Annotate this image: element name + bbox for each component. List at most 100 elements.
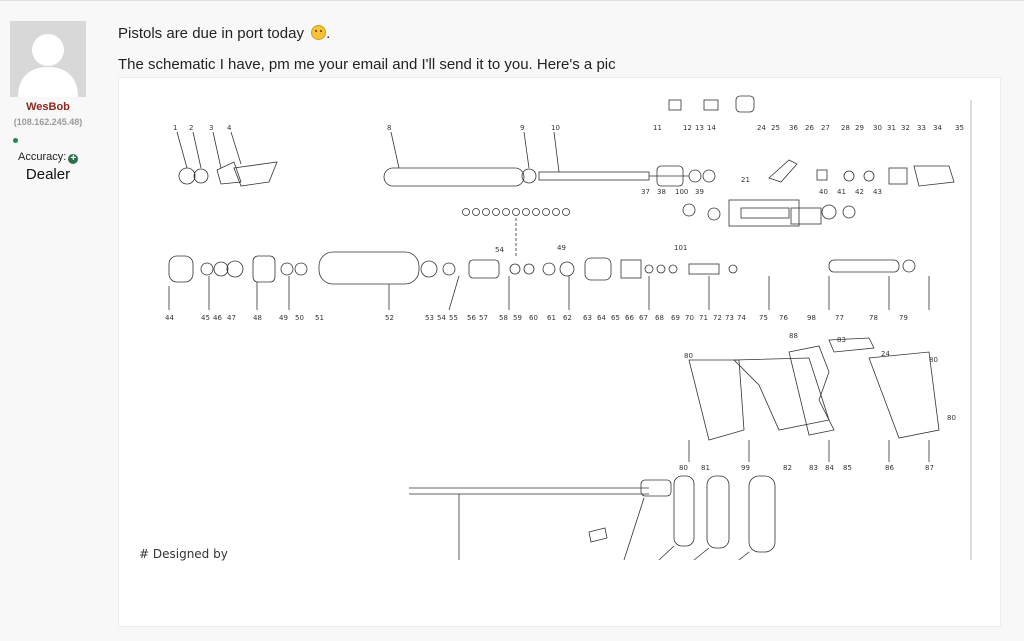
svg-text:67: 67 — [639, 314, 648, 322]
svg-text:45: 45 — [201, 314, 210, 322]
svg-text:10: 10 — [551, 124, 560, 132]
svg-text:32: 32 — [901, 124, 910, 132]
svg-text:40: 40 — [819, 188, 828, 196]
svg-text:59: 59 — [513, 314, 522, 322]
svg-text:79: 79 — [899, 314, 908, 322]
svg-text:80: 80 — [684, 352, 693, 360]
svg-text:86: 86 — [885, 464, 894, 472]
svg-text:12: 12 — [683, 124, 692, 132]
svg-text:30: 30 — [873, 124, 882, 132]
svg-text:81: 81 — [701, 464, 710, 472]
avatar[interactable] — [10, 21, 86, 97]
accuracy-rating: Accuracy:+ — [18, 151, 79, 164]
plus-icon[interactable]: + — [68, 154, 79, 164]
message-text: Pistols are due in port today — [118, 25, 304, 42]
svg-text:76: 76 — [779, 314, 788, 322]
svg-text:73: 73 — [725, 314, 734, 322]
svg-text:83: 83 — [837, 336, 846, 344]
svg-text:72: 72 — [713, 314, 722, 322]
svg-text:61: 61 — [547, 314, 556, 322]
svg-text:53: 53 — [425, 314, 434, 322]
svg-text:21: 21 — [741, 176, 750, 184]
svg-text:26: 26 — [805, 124, 814, 132]
schematic-credit: # Designed by — [139, 547, 228, 561]
svg-text:100: 100 — [675, 188, 688, 196]
svg-text:74: 74 — [737, 314, 746, 322]
svg-text:8: 8 — [387, 124, 391, 132]
svg-text:47: 47 — [227, 314, 236, 322]
svg-text:62: 62 — [563, 314, 572, 322]
smile-emoji-icon — [311, 25, 327, 40]
username-link[interactable]: WesBob — [26, 101, 70, 113]
svg-text:33: 33 — [917, 124, 926, 132]
svg-text:65: 65 — [611, 314, 620, 322]
svg-text:99: 99 — [741, 464, 750, 472]
svg-text:77: 77 — [835, 314, 844, 322]
svg-text:39: 39 — [695, 188, 704, 196]
svg-text:80: 80 — [929, 356, 938, 364]
svg-text:4: 4 — [227, 124, 232, 132]
svg-text:49: 49 — [279, 314, 288, 322]
svg-text:28: 28 — [841, 124, 850, 132]
message-punctuation: . — [326, 25, 331, 42]
svg-text:13: 13 — [695, 124, 704, 132]
svg-text:34: 34 — [933, 124, 942, 132]
svg-text:3: 3 — [209, 124, 213, 132]
svg-text:88: 88 — [789, 332, 798, 340]
svg-text:14: 14 — [707, 124, 716, 132]
svg-text:71: 71 — [699, 314, 708, 322]
svg-text:84: 84 — [825, 464, 834, 472]
svg-text:1: 1 — [173, 124, 177, 132]
svg-text:44: 44 — [165, 314, 174, 322]
svg-text:75: 75 — [759, 314, 768, 322]
svg-text:52: 52 — [385, 314, 394, 322]
svg-text:98: 98 — [807, 314, 816, 322]
svg-text:49: 49 — [557, 244, 566, 252]
svg-text:82: 82 — [783, 464, 792, 472]
svg-text:36: 36 — [789, 124, 798, 132]
svg-text:70: 70 — [685, 314, 694, 322]
user-rank: Dealer — [25, 166, 71, 183]
svg-text:37: 37 — [641, 188, 650, 196]
svg-text:43: 43 — [873, 188, 882, 196]
accuracy-label: Accuracy: — [18, 151, 67, 163]
svg-text:80: 80 — [679, 464, 688, 472]
svg-text:63: 63 — [583, 314, 592, 322]
svg-text:46: 46 — [213, 314, 222, 322]
svg-text:24: 24 — [881, 350, 890, 358]
svg-text:2: 2 — [189, 124, 193, 132]
svg-text:31: 31 — [887, 124, 896, 132]
svg-text:54: 54 — [437, 314, 446, 322]
svg-text:9: 9 — [520, 124, 524, 132]
svg-text:60: 60 — [529, 314, 538, 322]
svg-text:11: 11 — [653, 124, 662, 132]
svg-text:69: 69 — [671, 314, 680, 322]
user-info: WesBob (108.162.245.48) Accuracy:+ Deale… — [0, 1, 106, 641]
message-line-1: Pistols are due in port today . — [118, 25, 330, 42]
svg-text:50: 50 — [295, 314, 304, 322]
svg-text:29: 29 — [855, 124, 864, 132]
user-ip: (108.162.245.48) — [13, 117, 83, 127]
svg-text:68: 68 — [655, 314, 664, 322]
svg-text:64: 64 — [597, 314, 606, 322]
message-line-2: The schematic I have, pm me your email a… — [118, 56, 616, 73]
svg-text:78: 78 — [869, 314, 878, 322]
svg-text:48: 48 — [253, 314, 262, 322]
svg-text:24: 24 — [757, 124, 766, 132]
svg-text:27: 27 — [821, 124, 830, 132]
svg-text:83: 83 — [809, 464, 818, 472]
svg-text:101: 101 — [674, 244, 687, 252]
svg-text:55: 55 — [449, 314, 458, 322]
svg-text:85: 85 — [843, 464, 852, 472]
svg-text:51: 51 — [315, 314, 324, 322]
svg-text:58: 58 — [499, 314, 508, 322]
svg-text:41: 41 — [837, 188, 846, 196]
svg-text:66: 66 — [625, 314, 634, 322]
svg-text:38: 38 — [657, 188, 666, 196]
svg-text:35: 35 — [955, 124, 964, 132]
svg-text:80: 80 — [947, 414, 956, 422]
default-avatar-icon — [10, 21, 86, 97]
